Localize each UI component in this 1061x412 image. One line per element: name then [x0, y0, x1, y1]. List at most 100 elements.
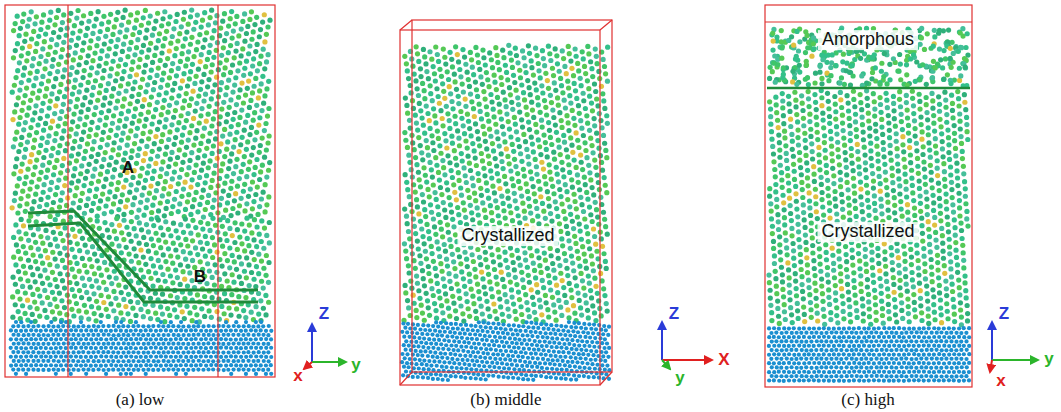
- atom: [58, 198, 63, 203]
- atom: [28, 70, 33, 75]
- atom: [182, 10, 187, 15]
- atom: [259, 346, 263, 350]
- atom: [101, 14, 106, 19]
- atom: [172, 170, 177, 175]
- atom: [110, 147, 115, 152]
- atom: [94, 278, 99, 283]
- atom: [264, 86, 269, 91]
- atom: [78, 171, 83, 176]
- atom: [70, 91, 75, 96]
- atom: [187, 270, 192, 275]
- atom: [259, 196, 264, 201]
- atom: [195, 12, 200, 17]
- atom: [222, 333, 226, 337]
- atom: [235, 41, 240, 46]
- atom: [212, 324, 216, 328]
- atom: [256, 291, 261, 296]
- atom: [186, 342, 190, 346]
- atom: [17, 60, 22, 65]
- atom: [155, 181, 160, 186]
- atom: [189, 328, 193, 332]
- atom: [173, 135, 178, 140]
- atom: [179, 337, 183, 341]
- atom: [195, 155, 200, 160]
- atom: [228, 312, 233, 317]
- atom: [244, 329, 248, 333]
- atom: [121, 42, 126, 47]
- atom: [164, 90, 169, 95]
- atom: [26, 51, 31, 56]
- atom: [190, 89, 195, 94]
- atom: [148, 129, 153, 134]
- atom: [255, 212, 260, 217]
- atom: [159, 23, 164, 28]
- atom: [100, 191, 105, 196]
- atom: [76, 341, 80, 345]
- atom: [35, 69, 40, 74]
- atom: [251, 277, 256, 282]
- atom: [164, 328, 168, 332]
- atom: [32, 137, 37, 142]
- atom: [158, 58, 163, 63]
- atom: [224, 328, 228, 332]
- atom: [47, 282, 52, 287]
- atom: [82, 342, 86, 346]
- atom: [34, 157, 39, 162]
- atom: [173, 268, 178, 273]
- atom: [267, 160, 272, 165]
- atom: [262, 342, 266, 346]
- atom: [54, 42, 59, 47]
- atom: [167, 48, 172, 53]
- atom: [36, 150, 41, 155]
- atom: [89, 346, 93, 350]
- atom: [176, 120, 181, 125]
- atom: [220, 133, 225, 138]
- atom: [259, 81, 264, 86]
- atom: [209, 337, 213, 341]
- atom: [120, 49, 125, 54]
- atom: [142, 97, 147, 102]
- atom: [115, 71, 120, 76]
- atom: [40, 300, 45, 305]
- atom: [229, 292, 234, 297]
- atom: [45, 140, 50, 145]
- atom: [181, 17, 186, 22]
- atom: [192, 81, 197, 86]
- atom: [269, 346, 273, 350]
- atom: [98, 29, 103, 34]
- atom: [159, 320, 163, 324]
- atom: [194, 47, 199, 52]
- atom: [106, 314, 111, 319]
- atom: [59, 109, 64, 114]
- atom: [65, 26, 70, 31]
- atom: [46, 52, 51, 57]
- atom: [104, 337, 108, 341]
- atom: [57, 251, 62, 256]
- atom: [47, 160, 52, 165]
- atom: [35, 184, 40, 189]
- atom: [225, 258, 230, 263]
- atom: [62, 94, 67, 99]
- atom: [258, 27, 263, 32]
- atom: [267, 18, 272, 23]
- atom: [178, 222, 183, 227]
- atom: [180, 132, 185, 137]
- atom: [169, 329, 173, 333]
- atom: [23, 231, 28, 236]
- atom: [108, 128, 113, 133]
- atom: [196, 232, 201, 237]
- atom: [103, 34, 108, 39]
- atom: [123, 151, 128, 156]
- atom: [213, 109, 218, 114]
- atom: [116, 152, 121, 157]
- atom: [170, 34, 175, 39]
- atom: [147, 75, 152, 80]
- atom: [224, 337, 228, 341]
- atom: [209, 96, 214, 101]
- atom: [73, 193, 78, 198]
- atom: [34, 14, 39, 19]
- atom: [94, 328, 98, 332]
- atom: [241, 189, 246, 194]
- atom: [139, 227, 144, 232]
- atom: [200, 226, 205, 231]
